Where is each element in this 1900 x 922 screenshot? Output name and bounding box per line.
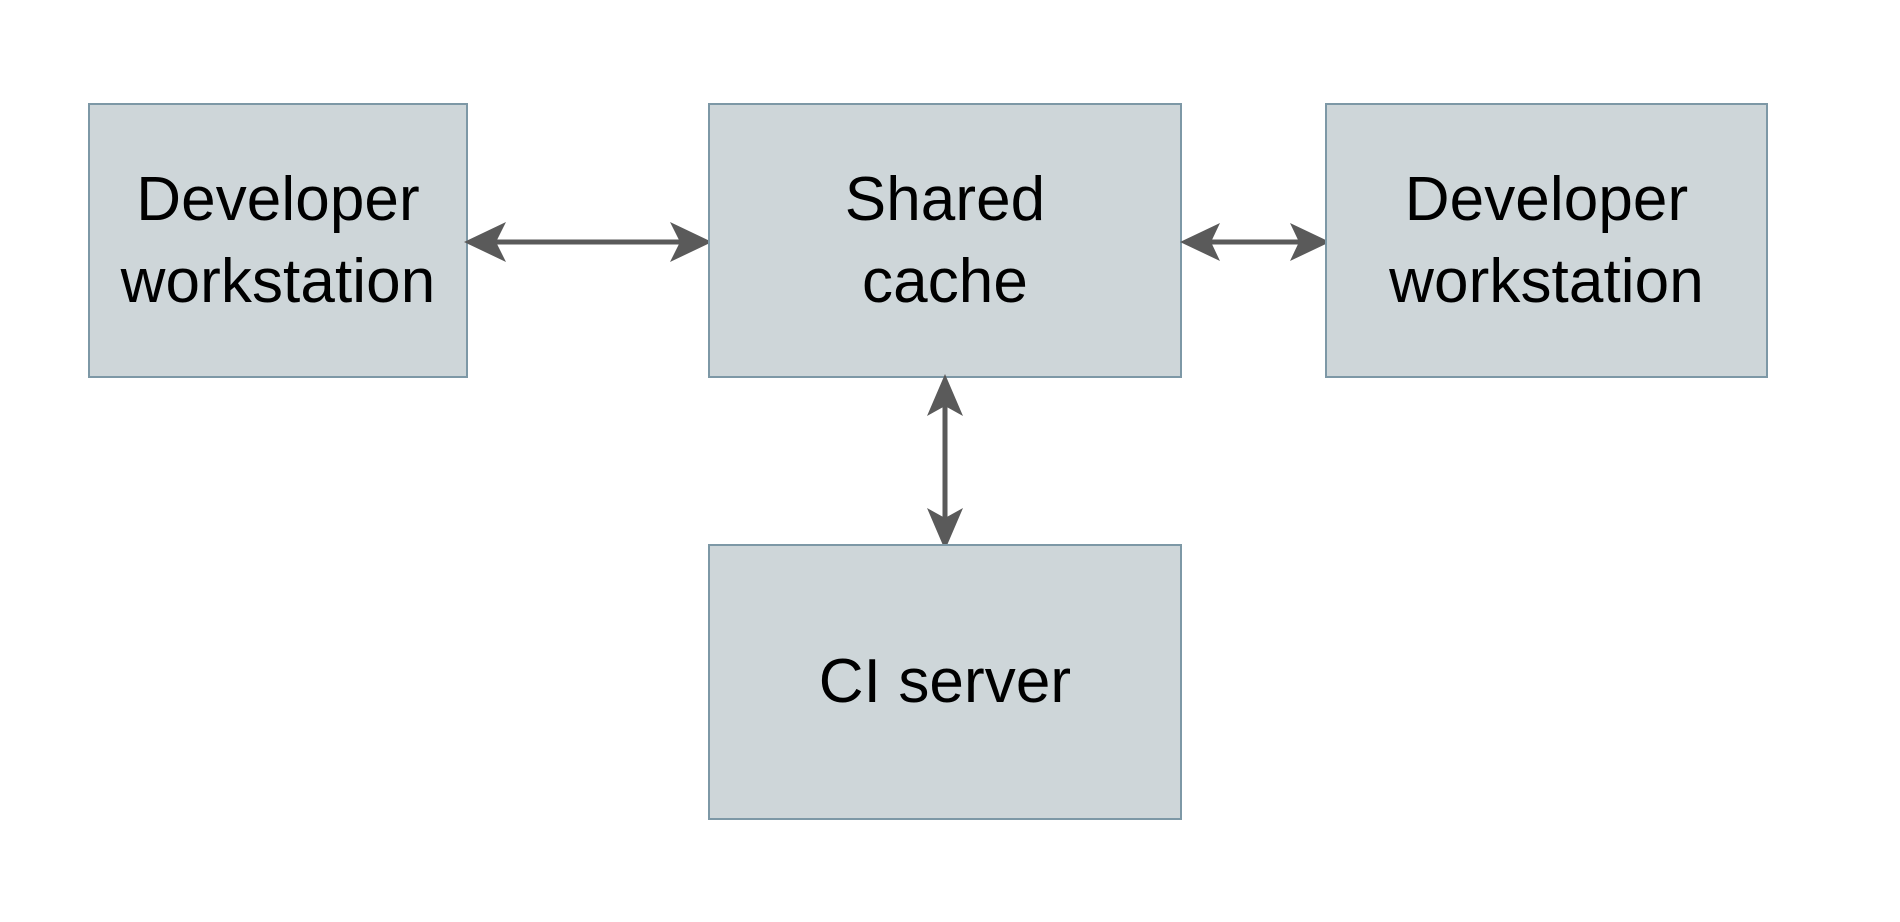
node-developer-workstation-right[interactable]: Developer workstation bbox=[1325, 103, 1768, 378]
double-arrow-horizontal-icon bbox=[1180, 223, 1330, 261]
double-arrow-horizontal-icon bbox=[464, 222, 712, 262]
node-label-ci-server: CI server bbox=[818, 647, 1072, 717]
node-label-developer-workstation-right: Developer workstation bbox=[1389, 164, 1704, 316]
connector-shared-cache-to-dev-right bbox=[1178, 212, 1332, 272]
connector-dev-left-to-shared-cache bbox=[462, 212, 714, 272]
node-developer-workstation-left[interactable]: Developer workstation bbox=[88, 103, 468, 378]
node-label-shared-cache: Shared cache bbox=[844, 164, 1046, 316]
double-arrow-vertical-icon bbox=[927, 374, 963, 550]
node-shared-cache[interactable]: Shared cache bbox=[708, 103, 1182, 378]
node-label-developer-workstation-left: Developer workstation bbox=[120, 164, 436, 316]
connector-shared-cache-to-ci-server bbox=[915, 372, 975, 552]
node-ci-server[interactable]: CI server bbox=[708, 544, 1182, 820]
